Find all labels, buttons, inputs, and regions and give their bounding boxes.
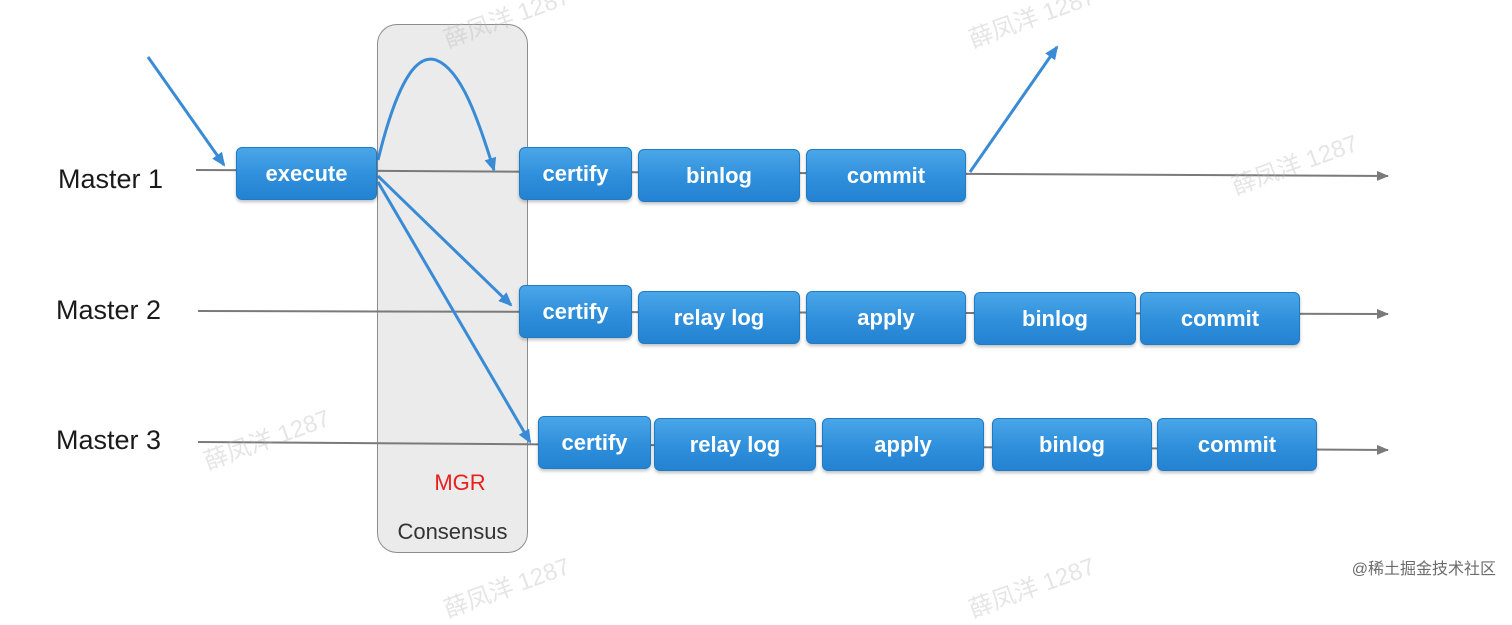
master-1-step-binlog: binlog [638,149,800,202]
master-3-step-commit: commit [1157,418,1317,471]
master-1-step-execute: execute [236,147,377,200]
consensus-label: Consensus [397,519,508,544]
master-3-step-certify: certify [538,416,651,469]
master-3-step-apply: apply [822,418,984,471]
master-2-label: Master 2 [56,295,162,325]
master-2-step-apply: apply [806,291,966,344]
mgr-label: MGR [434,470,486,495]
master-1-label: Master 1 [58,164,164,194]
broadcast-to-master-2 [376,174,513,307]
master-1-step-commit: commit [806,149,966,202]
outgoing-response-arrow [968,45,1059,173]
broadcast-to-master-3 [376,181,532,444]
master-3-step-binlog: binlog [992,418,1152,471]
master-3-label: Master 3 [56,425,162,455]
incoming-request-arrow [146,56,226,167]
master-3-step-relay-log: relay log [654,418,816,471]
source-credit: @稀土掘金技术社区 [1351,561,1496,578]
local-certify-arc [376,57,497,172]
master-1-step-certify: certify [519,147,632,200]
master-2-step-commit: commit [1140,292,1300,345]
consensus-region [377,24,528,553]
master-2-step-relay-log: relay log [638,291,800,344]
mgr-diagram: Master 1 Master 2 Master 3 execute certi… [56,0,1496,624]
master-2-step-binlog: binlog [974,292,1136,345]
master-2-step-certify: certify [519,285,632,338]
